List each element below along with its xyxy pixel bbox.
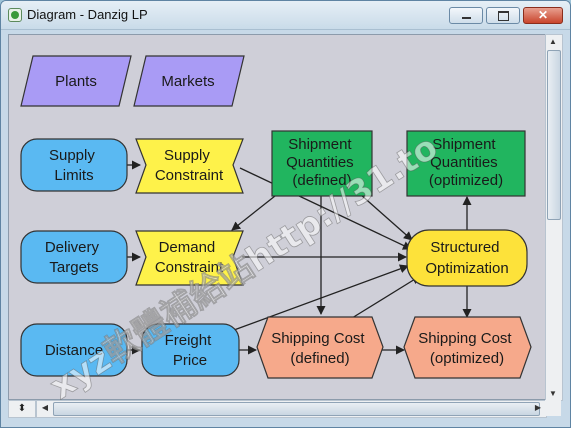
- vertical-scroll-thumb[interactable]: [547, 50, 561, 220]
- svg-text:Shipment Quantities: Shipment Quantities (defined): [286, 136, 358, 189]
- node-structured-optimization[interactable]: Structured Optimization: [406, 229, 528, 287]
- arrow-shipment-def-to-opt: [359, 193, 413, 241]
- shipping-cost-defined-line2: (defined): [290, 350, 349, 367]
- arrow-supply-constraint-to-opt: [239, 167, 412, 250]
- scroll-down-arrow-icon[interactable]: ▼: [549, 389, 557, 398]
- svg-text:Supply Constraint: Supply Constraint: [155, 147, 224, 184]
- window-title: Diagram - Danzig LP: [27, 7, 148, 22]
- maximize-button[interactable]: [486, 7, 520, 24]
- shipment-defined-line2: Quantities: [286, 154, 354, 171]
- analytica-app-icon[interactable]: [8, 8, 22, 22]
- close-button[interactable]: [523, 7, 563, 24]
- supply-constraint-line1: Supply: [164, 147, 210, 164]
- freight-price-line1: Freight: [165, 332, 213, 349]
- node-distance[interactable]: Distance: [20, 323, 128, 377]
- markets-label: Markets: [161, 73, 214, 90]
- shipment-optimized-line1: Shipment: [432, 136, 496, 153]
- scroll-right-arrow-icon[interactable]: ▶: [534, 403, 542, 412]
- shipment-optimized-line3: (optimized): [429, 172, 503, 189]
- node-supply-constraint[interactable]: Supply Constraint: [135, 138, 244, 194]
- arrow-shipcost-def-to-opt: [351, 275, 421, 319]
- freight-price-line2: Price: [173, 352, 207, 369]
- scroll-left-arrow-icon[interactable]: ◀: [41, 403, 49, 412]
- plants-label: Plants: [55, 73, 97, 90]
- supply-constraint-line2: Constraint: [155, 167, 224, 184]
- arrow-freight-to-opt: [233, 264, 409, 331]
- horizontal-scrollbar[interactable]: ◀ ▶: [36, 400, 547, 418]
- node-freight-price[interactable]: Freight Price: [141, 323, 240, 377]
- shipping-cost-optimized-line1: Shipping Cost: [418, 330, 512, 347]
- minimize-button[interactable]: [449, 7, 483, 24]
- delivery-targets-line2: Targets: [49, 259, 98, 276]
- node-shipping-cost-defined[interactable]: Shipping Cost (defined): [256, 316, 384, 379]
- node-demand-constraint[interactable]: Demand Constraint: [135, 230, 244, 286]
- shipping-cost-optimized-line2: (optimized): [430, 350, 504, 367]
- shipping-cost-defined-line1: Shipping Cost: [271, 330, 365, 347]
- horizontal-scroll-thumb[interactable]: [53, 402, 540, 416]
- svg-text:Supply Limits: Supply Limits: [49, 147, 99, 184]
- node-delivery-targets[interactable]: Delivery Targets: [20, 230, 128, 284]
- shipment-defined-line3: (defined): [292, 172, 351, 189]
- supply-limits-line2: Limits: [54, 167, 93, 184]
- demand-constraint-line2: Constraint: [155, 259, 224, 276]
- vertical-scrollbar[interactable]: ▲ ▼: [545, 34, 563, 401]
- delivery-targets-line1: Delivery: [45, 239, 100, 256]
- svg-text:Structured Optimization: Structured Optimization: [425, 239, 508, 277]
- distance-label: Distance: [45, 342, 103, 359]
- svg-text:Demand Constraint: Demand Constraint: [155, 239, 224, 276]
- svg-text:Freight Price: Freight Price: [165, 332, 216, 369]
- arrows: [127, 160, 472, 355]
- svg-text:Shipping Cost (optimized: Shipping Cost (optimized): [418, 330, 516, 367]
- shipment-defined-line1: Shipment: [288, 136, 352, 153]
- structured-optimization-line2: Optimization: [425, 260, 508, 277]
- node-markets[interactable]: Markets: [133, 55, 245, 107]
- svg-text:Shipping Cost (defined): Shipping Cost (defined): [271, 330, 369, 367]
- node-shipment-defined[interactable]: Shipment Quantities (defined): [271, 130, 373, 197]
- node-plants[interactable]: Plants: [20, 55, 132, 107]
- demand-constraint-line1: Demand: [159, 239, 216, 256]
- supply-limits-line1: Supply: [49, 147, 95, 164]
- node-supply-limits[interactable]: Supply Limits: [20, 138, 128, 192]
- svg-text:Shipment Quantities: Shipment Quantities (optimized): [429, 136, 503, 189]
- svg-text:Delivery Targets: Delivery Targets: [45, 239, 103, 276]
- node-shipping-cost-optimized[interactable]: Shipping Cost (optimized): [403, 316, 532, 379]
- title-bar[interactable]: Diagram - Danzig LP: [1, 1, 570, 30]
- arrow-shipment-def-to-demand: [231, 195, 276, 231]
- structured-optimization-line1: Structured: [430, 239, 499, 256]
- layout-toggle-icon[interactable]: ⬍: [8, 400, 36, 418]
- scroll-up-arrow-icon[interactable]: ▲: [549, 37, 557, 46]
- node-shipment-optimized[interactable]: Shipment Quantities (optimized): [406, 130, 526, 197]
- resize-grip-icon[interactable]: [545, 400, 561, 416]
- shipment-optimized-line2: Quantities: [430, 154, 498, 171]
